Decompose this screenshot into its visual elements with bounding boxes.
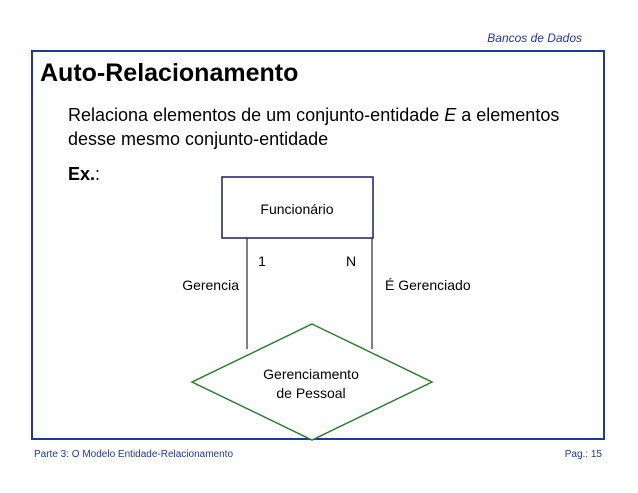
footer-page-number: Pag.: 15 [564,449,602,460]
relationship-label-line2: de Pessoal [276,385,345,401]
body-text-end: a elementos desse mesmo conjunto-entidad… [68,105,560,149]
cardinality-left: 1 [258,253,266,269]
entity-label: Funcionário [260,201,333,217]
course-title: Bancos de Dados [487,31,582,45]
footer-chapter: Parte 3: O Modelo Entidade-Relacionament… [34,449,234,460]
role-left-label: Gerencia [182,277,239,293]
relationship-label-line1: Gerenciamento [263,366,359,382]
relationship-diamond [190,323,434,441]
example-label: Ex.: [68,164,100,185]
cardinality-right: N [346,253,356,269]
body-text-emphasis: E [444,105,457,125]
example-colon: : [95,164,101,184]
entity-box [221,176,374,239]
body-text-start: Relaciona elementos de um conjunto-entid… [68,105,445,125]
slide-body-text: Relaciona elementos de um conjunto-entid… [68,103,588,151]
example-label-text: Ex. [68,164,96,184]
role-right-label: É Gerenciado [385,277,471,293]
slide-title: Auto-Relacionamento [40,59,299,87]
slide-frame [31,50,605,440]
